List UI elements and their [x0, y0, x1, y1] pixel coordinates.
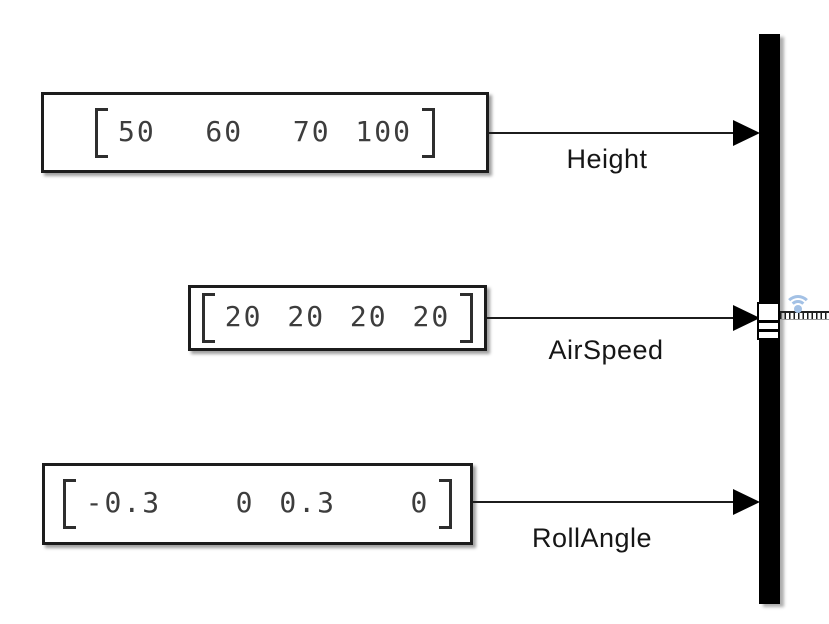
- arrowhead-icon: [733, 489, 760, 515]
- matrix-bracket-left-icon: [201, 293, 215, 343]
- matrix-bracket-right-icon: [460, 293, 474, 343]
- arrowhead-icon: [733, 120, 760, 146]
- signal-label-airspeed[interactable]: AirSpeed: [548, 335, 664, 365]
- port-badge-segment: [759, 304, 778, 320]
- constant-value-rollangle: -0.3 0 0.3 0: [85, 486, 430, 519]
- constant-value-airspeed: 20 20 20 20: [224, 300, 451, 333]
- wifi-inner-arc: [789, 300, 807, 318]
- wifi-streaming-icon[interactable]: [784, 295, 812, 323]
- constant-block-height[interactable]: 50 60 70 100: [41, 92, 489, 173]
- signal-label-rollangle[interactable]: RollAngle: [531, 523, 653, 553]
- port-badge-divider: [759, 329, 778, 332]
- constant-block-airspeed[interactable]: 20 20 20 20: [188, 285, 487, 351]
- port-badge-segment: [759, 323, 778, 329]
- matrix-bracket-right-icon: [439, 479, 453, 529]
- wifi-outer-arc: [784, 295, 812, 323]
- signal-wire-rollangle[interactable]: [473, 501, 734, 503]
- constant-value-height: 50 60 70 100: [117, 114, 412, 148]
- matrix-bracket-left-icon: [62, 479, 76, 529]
- matrix-bracket-right-icon: [422, 107, 435, 158]
- port-badge-divider: [759, 320, 778, 323]
- signal-wire-height[interactable]: [489, 132, 734, 134]
- signal-wire-airspeed[interactable]: [487, 317, 734, 319]
- matrix-bracket-left-icon: [94, 107, 108, 158]
- arrowhead-icon: [733, 305, 760, 331]
- mux-output-port-badge[interactable]: [757, 302, 780, 340]
- constant-block-rollangle[interactable]: -0.3 0 0.3 0: [42, 463, 473, 545]
- wifi-dot: [794, 305, 802, 313]
- signal-label-height[interactable]: Height: [566, 144, 648, 174]
- port-badge-segment: [759, 332, 778, 338]
